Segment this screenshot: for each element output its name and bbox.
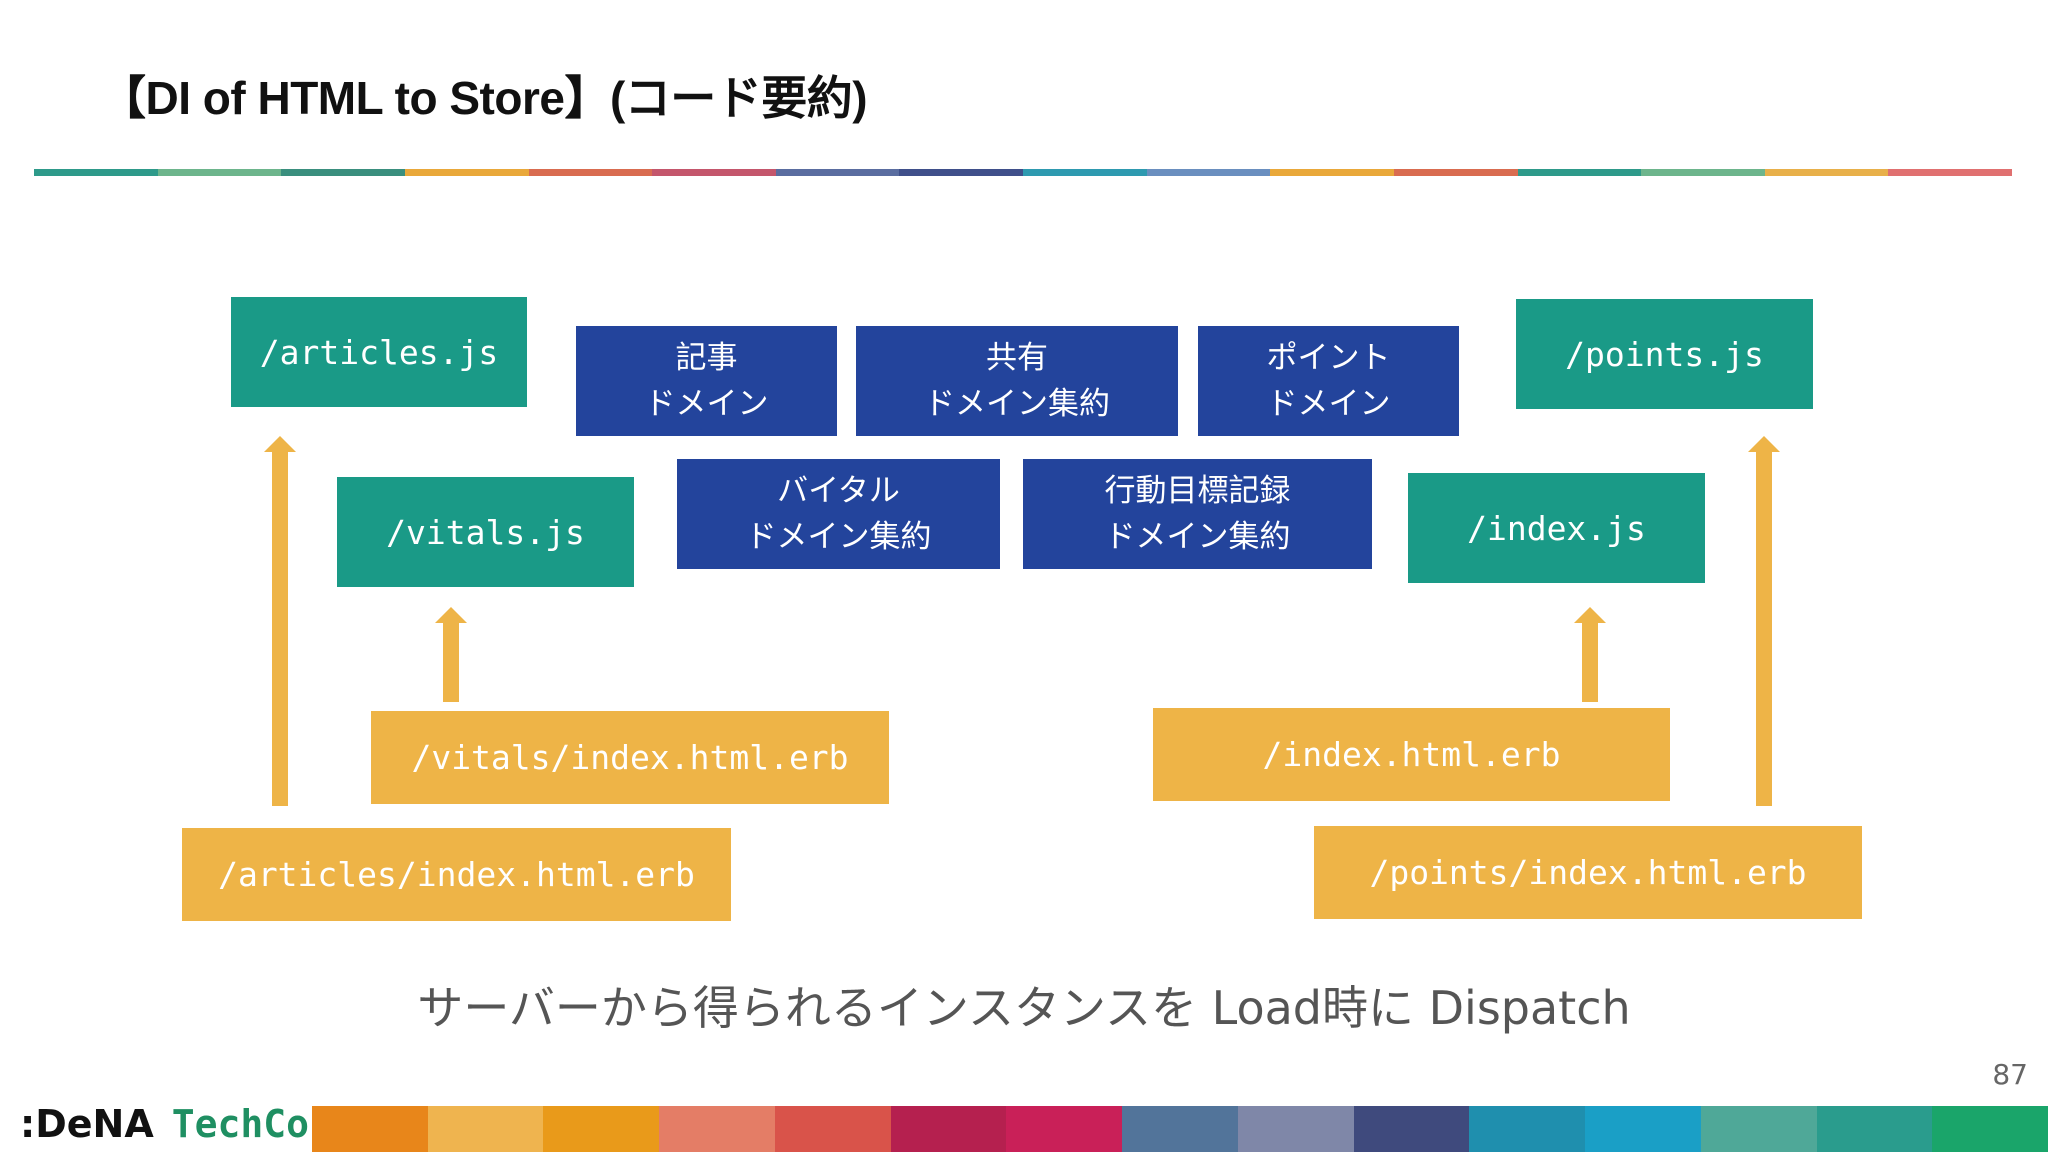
kiji-domain-box: 記事 ドメイン bbox=[576, 326, 837, 436]
kodo-domain-box: 行動目標記録 ドメイン集約 bbox=[1023, 459, 1372, 569]
title-rule-segment bbox=[34, 169, 158, 176]
points-erb-box: /points/index.html.erb bbox=[1314, 826, 1862, 919]
title-rule-segment bbox=[1517, 169, 1642, 176]
page-number: 87 bbox=[1992, 1058, 2028, 1091]
footer-bar-segment bbox=[659, 1106, 775, 1152]
footer-bar-segment bbox=[1122, 1106, 1238, 1152]
slide-title: 【DI of HTML to Store】(コード要約) bbox=[100, 72, 868, 124]
points-js-box: /points.js bbox=[1516, 299, 1813, 409]
footer-logo: :DeNA TechCon bbox=[20, 1100, 332, 1148]
title-rule-segment bbox=[157, 169, 282, 176]
title-rule-segment bbox=[404, 169, 529, 176]
title-divider bbox=[34, 169, 2012, 176]
arrow-articles bbox=[264, 436, 296, 806]
title-rule-segment bbox=[1270, 169, 1394, 176]
title-rule-segment bbox=[528, 169, 653, 176]
title-rule-segment bbox=[281, 169, 405, 176]
footer-bar-segment bbox=[427, 1106, 544, 1152]
footer-color-bar bbox=[312, 1106, 2048, 1152]
index-js-box: /index.js bbox=[1408, 473, 1705, 583]
footer-bar-segment bbox=[1816, 1106, 1933, 1152]
title-rule-segment bbox=[1393, 169, 1518, 176]
footer-bar-segment bbox=[1469, 1106, 1586, 1152]
footer-bar-segment bbox=[1353, 1106, 1470, 1152]
arrow-index bbox=[1574, 607, 1606, 702]
title-rule-segment bbox=[1764, 169, 1889, 176]
footer-bar-segment bbox=[1237, 1106, 1354, 1152]
vital-domain-box: バイタル ドメイン集約 bbox=[677, 459, 1000, 569]
title-rule-segment bbox=[899, 169, 1023, 176]
footer-bar-segment bbox=[1585, 1106, 1701, 1152]
footer-bar-segment bbox=[312, 1106, 428, 1152]
articles-erb-box: /articles/index.html.erb bbox=[182, 828, 731, 921]
title-rule-segment bbox=[1023, 169, 1147, 176]
footer-bar-segment bbox=[1932, 1106, 2048, 1152]
footer-bar-segment bbox=[890, 1106, 1007, 1152]
title-rule-segment bbox=[1888, 169, 2012, 176]
arrow-points bbox=[1748, 436, 1780, 806]
title-rule-segment bbox=[652, 169, 776, 176]
kyoyu-domain-box: 共有 ドメイン集約 bbox=[856, 326, 1178, 436]
slide-caption: サーバーから得られるインスタンスを Load時に Dispatch bbox=[417, 981, 1631, 1035]
footer-bar-segment bbox=[543, 1106, 660, 1152]
dena-logo: :DeNA bbox=[20, 1102, 154, 1146]
footer-bar-segment bbox=[774, 1106, 891, 1152]
articles-js-box: /articles.js bbox=[231, 297, 527, 407]
title-rule-segment bbox=[1641, 169, 1765, 176]
point-domain-box: ポイント ドメイン bbox=[1198, 326, 1459, 436]
vitals-erb-box: /vitals/index.html.erb bbox=[371, 711, 889, 804]
footer-bar-segment bbox=[1700, 1106, 1817, 1152]
vitals-js-box: /vitals.js bbox=[337, 477, 634, 587]
techcon-logo: TechCon bbox=[171, 1102, 332, 1146]
arrow-vitals bbox=[435, 607, 467, 702]
index-erb-box: /index.html.erb bbox=[1153, 708, 1670, 801]
title-rule-segment bbox=[775, 169, 900, 176]
title-rule-segment bbox=[1146, 169, 1271, 176]
footer-bar-segment bbox=[1006, 1106, 1123, 1152]
